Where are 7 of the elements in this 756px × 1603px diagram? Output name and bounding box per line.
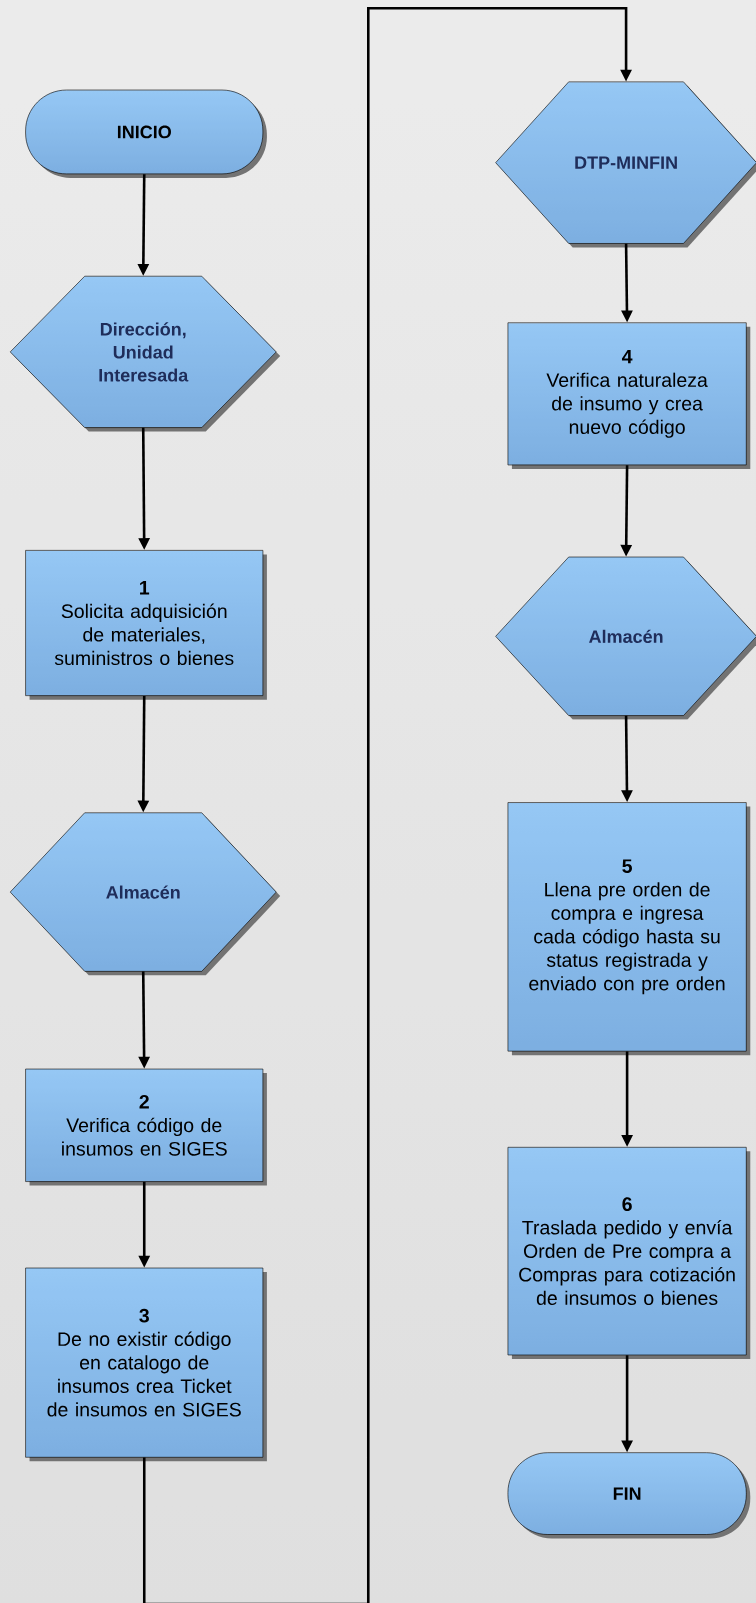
process-box: 4 Verifica naturaleza de insumo y crea nuevo código (507, 322, 751, 469)
process-box: 2 Verifica código de insumos en SIGES (25, 1068, 267, 1186)
process-box: 1 Solicita adquisición de materiales, suministros o bienes (25, 550, 267, 700)
process-box: 3 De no existir código en catalogo de insumos crea Ticket de insumos en SIGES (25, 1267, 267, 1462)
arrow (142, 6, 632, 1603)
process-box: 5 Llena pre orden de compra e ingresa cada código hasta su status registrada y enviado con pre orden (507, 802, 751, 1056)
process-box: 6 Traslada pedido y envía Orden de Pre compra a Compras para cotización de insumos o bienes (507, 1147, 751, 1359)
